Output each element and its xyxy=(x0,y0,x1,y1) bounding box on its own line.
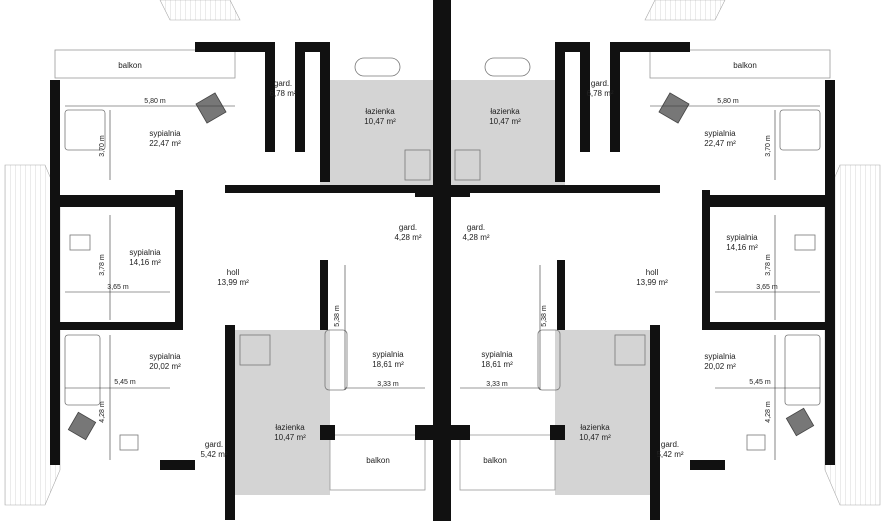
syp1-l-area: 22,47 m² xyxy=(149,139,181,148)
gard-ml-name: gard. xyxy=(399,223,417,232)
syp4-r-area: 20,02 m² xyxy=(704,362,736,371)
balkon-top-right-label: balkon xyxy=(733,61,757,70)
syp3-r-name: sypialnia xyxy=(481,350,513,359)
syp1-r-area: 22,47 m² xyxy=(704,139,736,148)
dim-365-r: 3,65 m xyxy=(756,284,778,291)
bathroom-top-left-floor xyxy=(320,80,435,185)
dim-378-l: 3,78 m xyxy=(99,254,106,276)
dimension-lines xyxy=(65,105,820,460)
bathroom-bottom-left-floor xyxy=(235,330,330,495)
syp2-l-name: sypialnia xyxy=(129,248,161,257)
gard-bl-area: 5,42 m² xyxy=(200,450,227,459)
syp2-r-area: 14,16 m² xyxy=(726,243,758,252)
laz-tl-name: łazienka xyxy=(365,107,395,116)
syp4-l-area: 20,02 m² xyxy=(149,362,181,371)
balcony-top-left xyxy=(54,49,236,79)
balcony-top-right xyxy=(649,49,831,79)
holl-l-area: 13,99 m² xyxy=(217,278,249,287)
dim-333-r: 3,33 m xyxy=(486,381,508,388)
gard-tl-name: gard. xyxy=(274,79,292,88)
gard-br-area: 5,42 m² xyxy=(656,450,683,459)
roof-top-right xyxy=(644,0,726,21)
laz-tr-name: łazienka xyxy=(490,107,520,116)
syp3-l-area: 18,61 m² xyxy=(372,360,404,369)
syp3-r-area: 18,61 m² xyxy=(481,360,513,369)
balkon-bottom-right-label: balkon xyxy=(483,456,507,465)
syp3-l-name: sypialnia xyxy=(372,350,404,359)
laz-bl-area: 10,47 m² xyxy=(274,433,306,442)
armchair-icons xyxy=(67,92,815,441)
dim-538-r: 5,38 m xyxy=(541,305,548,327)
syp2-r-name: sypialnia xyxy=(726,233,758,242)
syp1-l-name: sypialnia xyxy=(149,129,181,138)
laz-bl-name: łazienka xyxy=(275,423,305,432)
fixtures xyxy=(64,57,821,451)
bathroom-top-right-floor xyxy=(450,80,565,185)
gard-bl-name: gard. xyxy=(205,440,223,449)
gard-mr-area: 4,28 m² xyxy=(462,233,489,242)
balkon-bottom-left-label: balkon xyxy=(366,456,390,465)
laz-tl-area: 10,47 m² xyxy=(364,117,396,126)
roof-left xyxy=(4,164,61,506)
dim-365-l: 3,65 m xyxy=(107,284,129,291)
balcony-bottom-left xyxy=(329,434,426,491)
gard-tr-area: 6,78 m² xyxy=(586,89,613,98)
dim-370-r: 3,70 m xyxy=(765,135,772,157)
dim-428-r: 4,28 m xyxy=(765,401,772,423)
roof-right xyxy=(824,164,881,506)
holl-r-area: 13,99 m² xyxy=(636,278,668,287)
bathroom-bottom-right-floor xyxy=(555,330,650,495)
holl-r-name: holl xyxy=(646,268,659,277)
gard-br-name: gard. xyxy=(661,440,679,449)
syp1-r-name: sypialnia xyxy=(704,129,736,138)
laz-br-area: 10,47 m² xyxy=(579,433,611,442)
dim-580-r: 5,80 m xyxy=(717,98,739,105)
balcony-bottom-right xyxy=(459,434,556,491)
gard-mr-name: gard. xyxy=(467,223,485,232)
walls xyxy=(50,0,835,521)
dim-370-l: 3,70 m xyxy=(99,135,106,157)
dim-538-l: 5,38 m xyxy=(334,305,341,327)
laz-tr-area: 10,47 m² xyxy=(489,117,521,126)
dim-333-l: 3,33 m xyxy=(377,381,399,388)
roof-top-left xyxy=(159,0,241,21)
gard-tr-name: gard. xyxy=(591,79,609,88)
gard-tl-area: 6,78 m² xyxy=(269,89,296,98)
syp4-r-name: sypialnia xyxy=(704,352,736,361)
dim-580-l: 5,80 m xyxy=(144,98,166,105)
holl-l-name: holl xyxy=(227,268,240,277)
dim-545-r: 5,45 m xyxy=(749,379,771,386)
dim-428-l: 4,28 m xyxy=(99,401,106,423)
laz-br-name: łazienka xyxy=(580,423,610,432)
dim-378-r: 3,78 m xyxy=(765,254,772,276)
balkon-top-left-label: balkon xyxy=(118,61,142,70)
gard-ml-area: 4,28 m² xyxy=(394,233,421,242)
dim-545-l: 5,45 m xyxy=(114,379,136,386)
syp4-l-name: sypialnia xyxy=(149,352,181,361)
syp2-l-area: 14,16 m² xyxy=(129,258,161,267)
